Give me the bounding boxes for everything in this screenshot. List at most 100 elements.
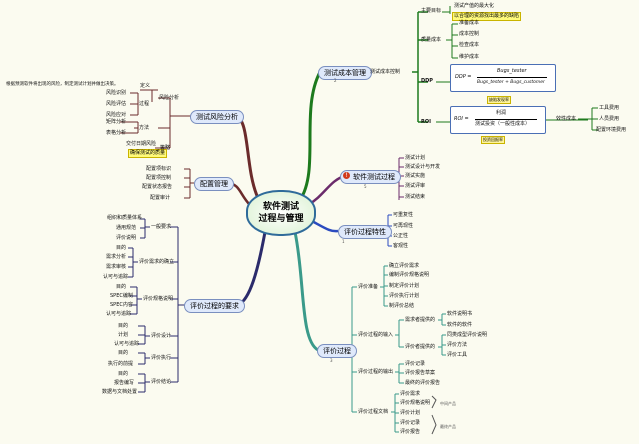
branch-risk[interactable]: 测试风险分析 — [190, 110, 244, 124]
eval-input-b-1[interactable]: 评价方法 — [447, 342, 468, 348]
req-conclusion-item-2[interactable]: 数据与文档处置 — [102, 389, 138, 395]
req-general-item-0[interactable]: 组织和质量体系 — [107, 215, 143, 221]
eval-input-a-0[interactable]: 软件说明书 — [447, 311, 473, 317]
central-topic-line1: 软件测试 — [262, 202, 299, 212]
eval-prep-item-0[interactable]: 确立评价需求 — [389, 263, 420, 269]
eval-docs-item-1[interactable]: 评价规格说明 — [400, 400, 431, 406]
eval-prep-item-4[interactable]: 制评价总结 — [389, 303, 415, 309]
req-spec-item-2[interactable]: SPEC内容 — [110, 302, 133, 308]
main-goal-text[interactable]: 测试产值的最大化 — [454, 3, 495, 9]
req-eval-req-item-1[interactable]: 需求分析 — [106, 254, 127, 260]
cost-item-2[interactable]: 检查成本 — [459, 42, 480, 48]
eval-docs-item-2[interactable]: 评价计划 — [400, 410, 421, 416]
eval-input-a-1[interactable]: 软件的软件 — [447, 322, 473, 328]
eval-prep-item-3[interactable]: 评价执行计划 — [389, 293, 420, 299]
risk-method-item-0[interactable]: 矩阵分析 — [106, 119, 127, 125]
eval-input-b-2[interactable]: 评价工具 — [447, 352, 468, 358]
req-eval-req-item-0[interactable]: 目的 — [116, 245, 127, 251]
req-exec-item-1[interactable]: 执行的前提 — [108, 361, 134, 367]
quality-item-0[interactable]: 可重复性 — [393, 212, 414, 218]
process-item-1[interactable]: 测试设计与开发 — [405, 164, 441, 170]
cost-item-3[interactable]: 维护成本 — [459, 54, 480, 60]
eval-prep-label[interactable]: 评价准备 — [358, 284, 379, 290]
req-conclusion-label[interactable]: 评价结论 — [151, 379, 172, 385]
eval-output-label[interactable]: 评价过程的输出 — [358, 369, 394, 375]
risk-strategy-label[interactable]: 策略 — [160, 145, 171, 151]
config-item-2[interactable]: 配置状态报告 — [142, 184, 173, 190]
req-design-item-2[interactable]: 认可与追踪 — [114, 341, 140, 347]
risk-strategy-item-0[interactable]: 交付日期风险 — [126, 141, 157, 147]
config-item-1[interactable]: 配置项控制 — [146, 175, 172, 181]
eval-input-label[interactable]: 评价过程的输入 — [358, 332, 394, 338]
quality-cost-label[interactable]: 质量成本 — [421, 37, 442, 43]
eval-docs-item-3[interactable]: 评价记录 — [400, 420, 421, 426]
branch-config[interactable]: 配置管理 — [194, 177, 234, 191]
risk-process-item-0[interactable]: 风险识别 — [106, 90, 127, 96]
quality-item-1[interactable]: 可再现性 — [393, 223, 414, 229]
req-design-item-0[interactable]: 目的 — [118, 323, 129, 329]
risk-process-item-2[interactable]: 风险应对 — [106, 112, 127, 118]
req-eval-req-label[interactable]: 评价需求的确立 — [139, 259, 175, 265]
eval-docs-item-0[interactable]: 评价需求 — [400, 391, 421, 397]
req-general-item-2[interactable]: 评价说明 — [116, 235, 137, 241]
branch-process[interactable]: 软件测试过程 — [340, 170, 401, 184]
branch-eval-process[interactable]: 评价过程 — [317, 344, 357, 358]
ddp-formula[interactable]: DDP = Bugs_tester Bugs_tester + Bugs_cus… — [450, 64, 556, 92]
eval-prep-item-2[interactable]: 制定评价计划 — [389, 283, 420, 289]
main-goal-label[interactable]: 主要目标 — [421, 8, 442, 14]
eff-item-2[interactable]: 配置环境费用 — [596, 127, 627, 133]
eff-item-1[interactable]: 人员费用 — [599, 116, 620, 122]
risk-analysis-label[interactable]: 风险分析 — [159, 95, 180, 101]
roi-formula[interactable]: ROI = 利润 测试投资（一般性成本） — [450, 106, 546, 134]
process-item-3[interactable]: 测试评审 — [405, 183, 426, 189]
cost-item-1[interactable]: 成本控制 — [459, 31, 480, 37]
req-general-label[interactable]: 一般要求 — [151, 224, 172, 230]
req-eval-req-item-3[interactable]: 认可与追踪 — [103, 274, 129, 280]
eval-output-item-2[interactable]: 最终的评价报告 — [405, 380, 441, 386]
config-item-3[interactable]: 配置审计 — [150, 195, 171, 201]
branch-cost-mgmt[interactable]: 测试成本管理 — [318, 66, 372, 80]
process-item-4[interactable]: 测试结束 — [405, 194, 426, 200]
req-design-item-1[interactable]: 计划 — [118, 332, 129, 338]
req-exec-item-0[interactable]: 目的 — [118, 350, 129, 356]
process-item-0[interactable]: 测试计划 — [405, 155, 426, 161]
req-conclusion-item-1[interactable]: 报告编写 — [114, 380, 135, 386]
risk-process-item-1[interactable]: 风险评估 — [106, 101, 127, 107]
cost-item-0[interactable]: 准备成本 — [459, 20, 480, 26]
eval-output-item-0[interactable]: 评价记录 — [405, 361, 426, 367]
risk-process-label[interactable]: 过程 — [139, 101, 150, 107]
req-design-label[interactable]: 评价设计 — [151, 333, 172, 339]
branch-qualities[interactable]: 评价过程特性 — [338, 225, 392, 239]
req-conclusion-item-0[interactable]: 目的 — [118, 371, 129, 377]
risk-method-label[interactable]: 方法 — [139, 125, 150, 131]
req-general-item-1[interactable]: 通用规范 — [116, 225, 137, 231]
eval-input-b-0[interactable]: 同类成型评价说明 — [447, 332, 488, 338]
branch-requirements[interactable]: 评价过程的要求 — [184, 299, 245, 313]
risk-method-item-1[interactable]: 表格分析 — [106, 130, 127, 136]
eff-cost-label[interactable]: 效性成本 — [556, 116, 577, 122]
eval-docs-item-4[interactable]: 评价报告 — [400, 429, 421, 435]
req-spec-label[interactable]: 评价规格说明 — [143, 296, 174, 302]
eval-input-left-1[interactable]: 评价者提供的 — [405, 344, 436, 350]
req-spec-item-3[interactable]: 认可与追踪 — [106, 311, 132, 317]
config-item-0[interactable]: 配置项标识 — [146, 166, 172, 172]
req-exec-label[interactable]: 评价执行 — [151, 355, 172, 361]
quality-item-2[interactable]: 公正性 — [393, 233, 409, 239]
req-spec-item-0[interactable]: 目的 — [116, 284, 127, 290]
risk-def-label[interactable]: 定义 — [140, 83, 151, 89]
quality-item-3[interactable]: 客观性 — [393, 243, 409, 249]
process-item-2[interactable]: 测试实施 — [405, 173, 426, 179]
eval-input-left-0[interactable]: 需求者提供的 — [405, 317, 436, 323]
eval-output-item-1[interactable]: 评价报告草案 — [405, 370, 436, 376]
eff-item-0[interactable]: 工具费用 — [599, 105, 620, 111]
ddp-label[interactable]: DDP — [421, 78, 433, 84]
req-eval-req-item-2[interactable]: 需求审核 — [106, 264, 127, 270]
req-spec-item-1[interactable]: SPEC编制 — [110, 293, 133, 299]
central-topic[interactable]: 软件测试 过程与管理 — [246, 190, 316, 236]
cost-control-label[interactable]: 测试成本控制 — [370, 69, 401, 75]
risk-definition[interactable]: 根据预测软件将出现的风险，制定测试计划并做出决策。 — [6, 82, 119, 87]
eval-prep-item-1[interactable]: 编制评价规格说明 — [389, 272, 430, 278]
roi-label[interactable]: ROI — [421, 119, 431, 125]
eval-docs-label[interactable]: 评价过程文档 — [358, 409, 389, 415]
